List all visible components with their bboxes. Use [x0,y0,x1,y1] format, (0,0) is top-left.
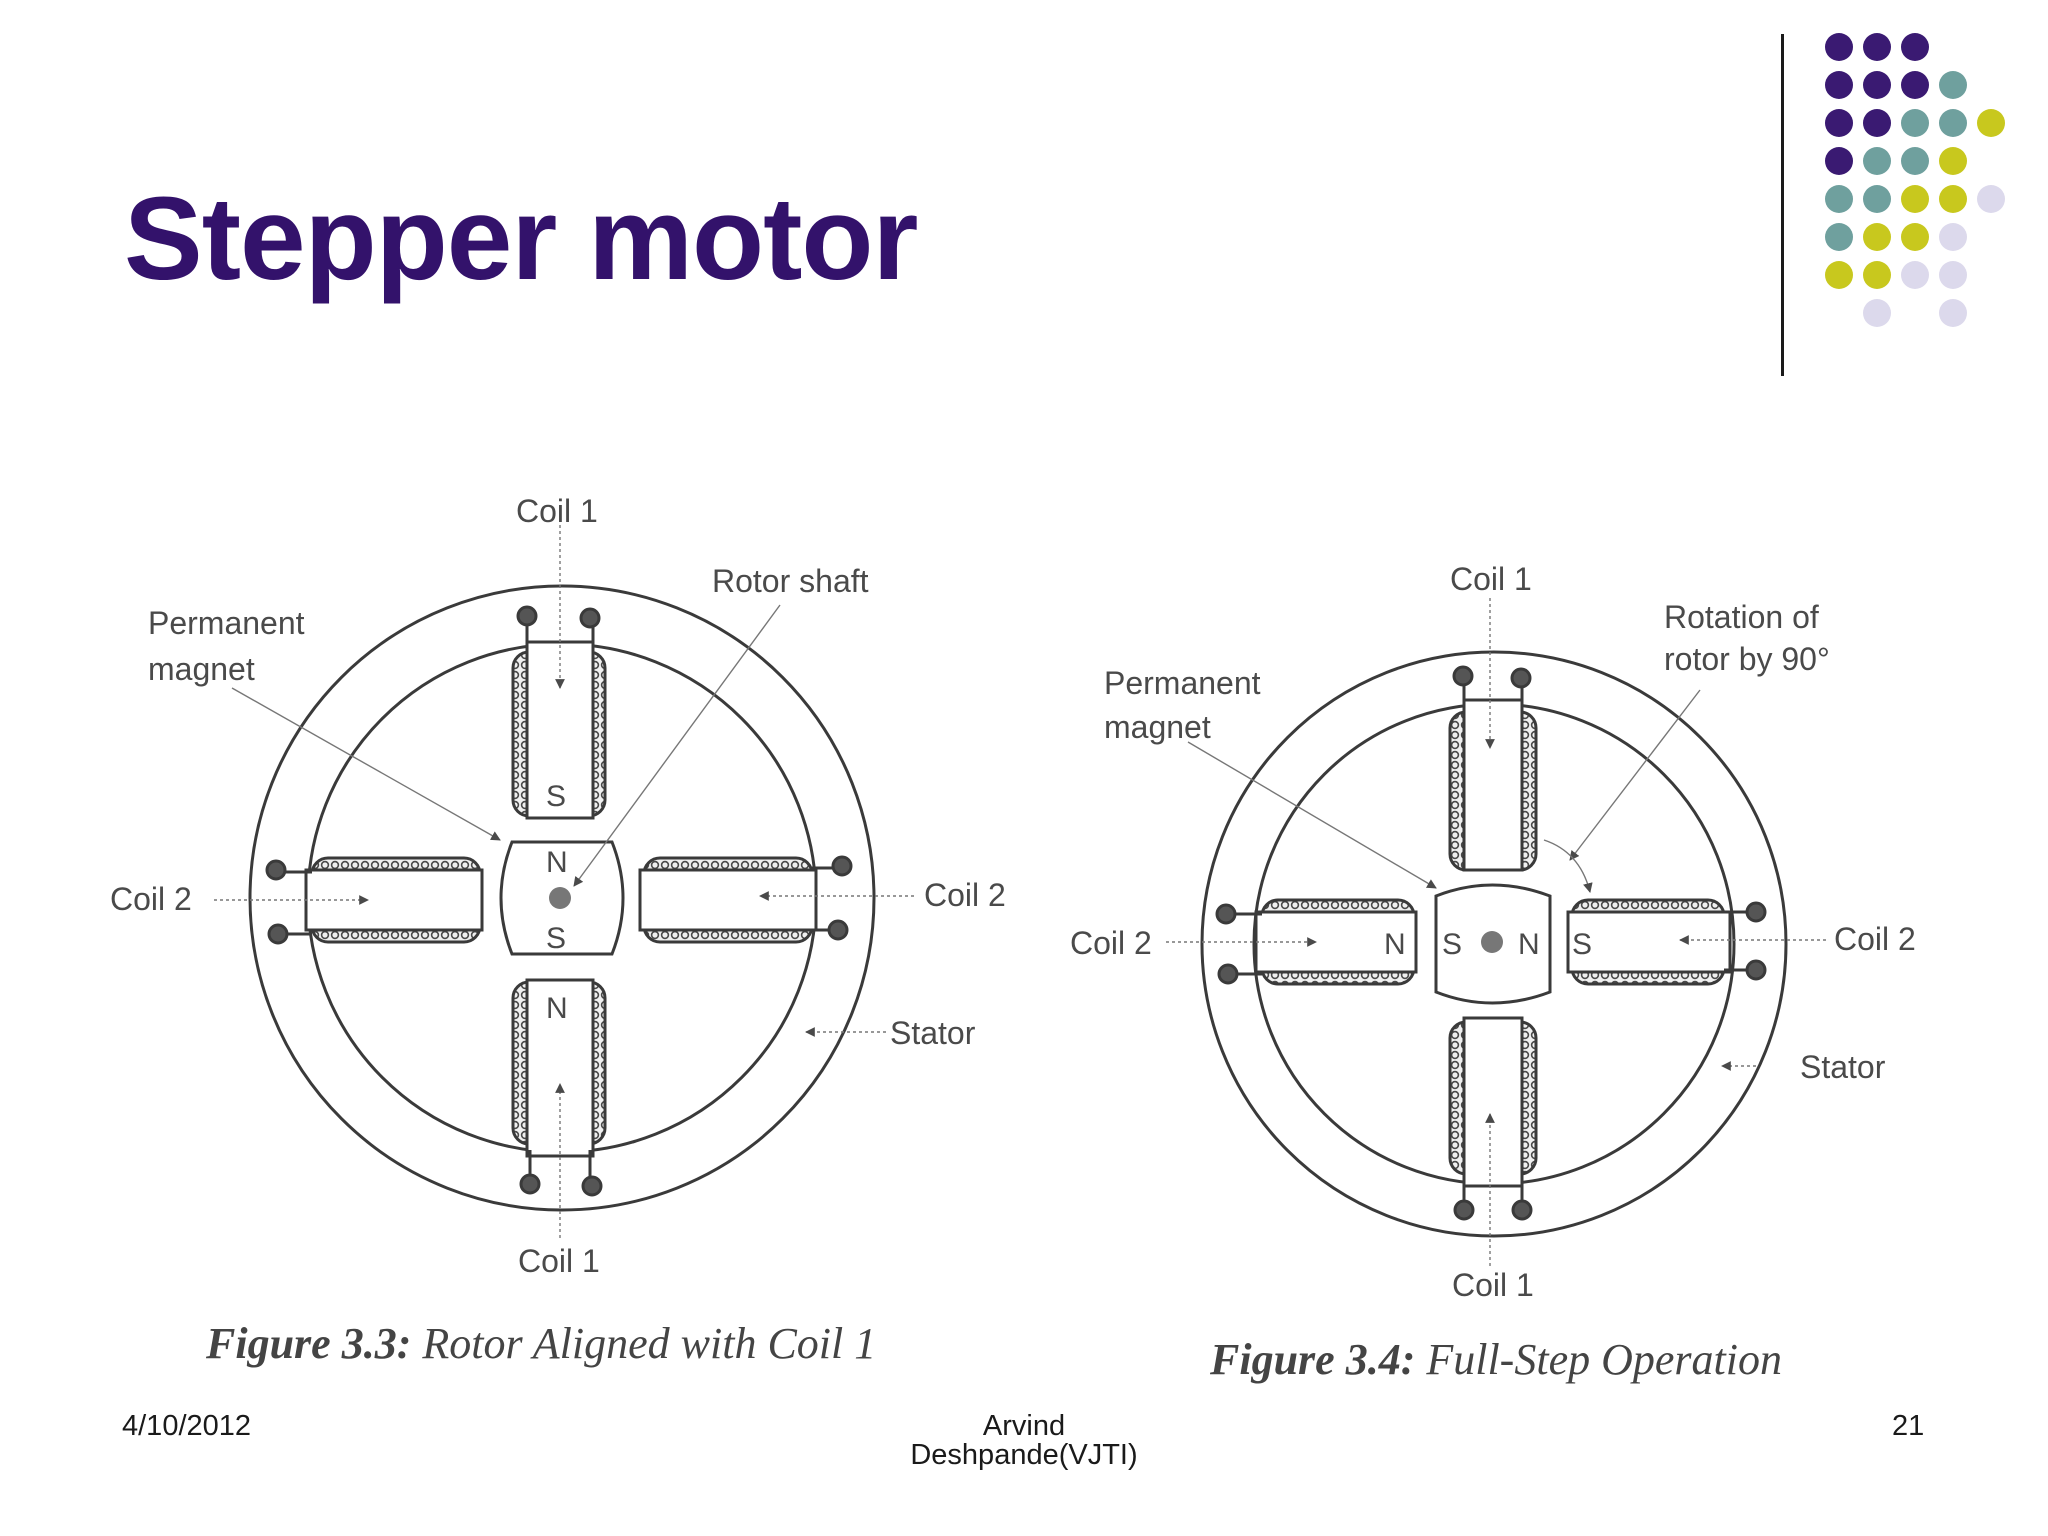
right-pole-letter: S [1572,928,1592,961]
decor-dot [1901,185,1929,213]
title-divider-line [1781,34,1784,376]
decor-dot [1939,71,1967,99]
slide-title: Stepper motor [124,173,918,305]
decor-dot [1939,147,1967,175]
coil2-right-label: Coil 2 [1834,921,1916,957]
coil1-bottom-label: Coil 1 [518,1243,600,1279]
decor-dot [1825,147,1853,175]
decor-dot [1977,109,2005,137]
rotation-label-line2: rotor by 90° [1664,641,1830,677]
decor-dot [1901,71,1929,99]
figure-rotor-aligned: Coil 1 Coil 1 Coil 2 Coil 2 Permanent ma… [110,493,1006,1368]
figure1-caption-text: Rotor Aligned with Coil 1 [411,1319,876,1368]
coil1-top-label: Coil 1 [516,493,598,529]
decor-dot [1863,299,1891,327]
stator-label: Stator [1800,1049,1886,1085]
decor-dot [1825,261,1853,289]
coil2-left-label: Coil 2 [110,881,192,917]
decor-dot [1825,223,1853,251]
stator-outer-ring [248,584,876,1212]
figure-full-step: Coil 1 Coil 1 Coil 2 Coil 2 Permanent ma… [1070,561,1916,1384]
decor-dot [1939,299,1967,327]
decor-dot [1863,223,1891,251]
permanent-magnet-label-line2: magnet [1104,709,1211,745]
decor-dot [1863,33,1891,61]
decor-dot [1901,109,1929,137]
footer-page-number: 21 [1892,1410,1925,1442]
decor-dot [1825,71,1853,99]
figure2-caption-text: Full-Step Operation [1415,1335,1782,1384]
rotation-label-line1: Rotation of [1664,599,1819,635]
decor-dot [1939,261,1967,289]
decor-dot [1901,223,1929,251]
label-pointers [1166,598,1826,1266]
rotor-top-letter: N [546,846,568,879]
decor-dot [1901,33,1929,61]
decor-dot [1977,185,2005,213]
decor-dot [1863,109,1891,137]
coil-terminals [265,605,853,1197]
rotor-shaft [1481,931,1503,953]
footer-date: 4/10/2012 [122,1410,252,1442]
stator-pole [1462,1016,1524,1188]
decor-dot [1939,185,1967,213]
figure1-caption-number: Figure 3.3: [205,1319,411,1368]
stator-label: Stator [890,1015,976,1051]
decor-dot [1901,261,1929,289]
bottom-pole-letter: N [546,992,568,1025]
coil1-bottom-label: Coil 1 [1452,1267,1534,1303]
permanent-magnet-label-line2: magnet [148,651,255,687]
decor-dot [1939,109,1967,137]
decor-dot [1863,185,1891,213]
coil2-left-label: Coil 2 [1070,925,1152,961]
figure1-caption: Figure 3.3: Rotor Aligned with Coil 1 [205,1319,876,1368]
rotor-right-letter: N [1518,928,1540,961]
rotor-bottom-letter: S [546,922,566,955]
left-pole-letter: N [1384,928,1406,961]
coil2-right-label: Coil 2 [924,877,1006,913]
stator-pole [304,868,484,932]
decor-dot [1863,261,1891,289]
stator-pole [638,868,818,932]
stator-pole [1462,698,1524,872]
decor-dot [1825,109,1853,137]
decor-dot [1901,147,1929,175]
figure2-caption-number: Figure 3.4: [1209,1335,1415,1384]
decor-dot [1863,147,1891,175]
footer-author: Arvind Deshpande(VJTI) [910,1410,1138,1471]
rotor-shaft [549,887,571,909]
top-pole-letter: S [546,780,566,813]
decor-dot [1825,33,1853,61]
permanent-magnet-label-line1: Permanent [148,605,305,641]
coil-terminals [1215,665,1767,1221]
stator-outer-ring [1200,650,1788,1238]
decor-dot [1863,71,1891,99]
stator-pole [525,978,595,1158]
permanent-magnet-label-line1: Permanent [1104,665,1261,701]
rotor-shaft-label: Rotor shaft [712,563,869,599]
figure2-caption: Figure 3.4: Full-Step Operation [1209,1335,1782,1384]
stator-pole [1566,910,1732,974]
label-pointers [214,525,914,1238]
rotor-left-letter: S [1442,928,1462,961]
decor-dot [1939,223,1967,251]
coil1-top-label: Coil 1 [1450,561,1532,597]
decor-dot [1825,185,1853,213]
